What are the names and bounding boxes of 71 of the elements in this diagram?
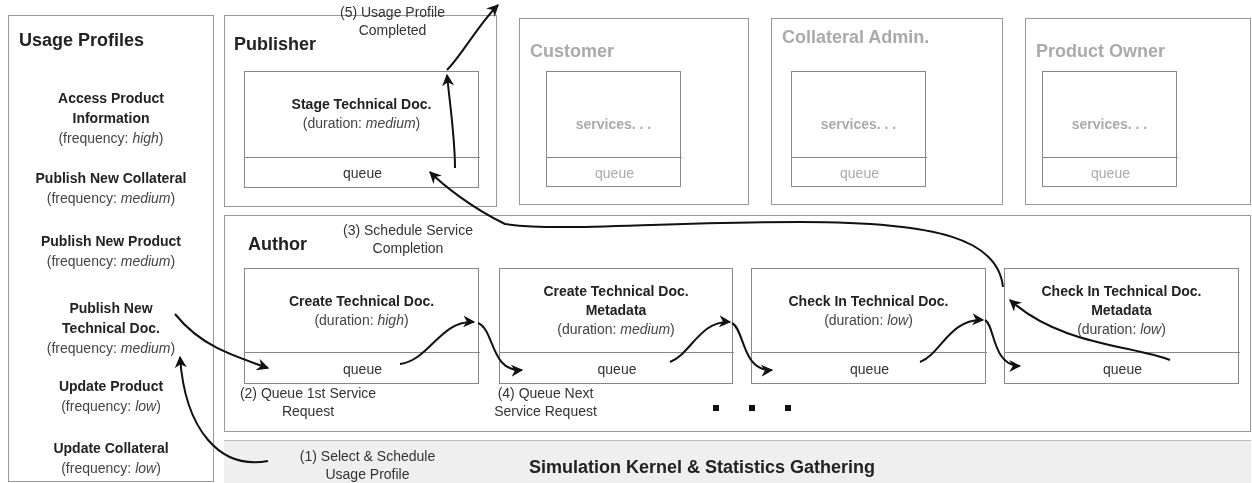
panel-title: Usage Profiles xyxy=(19,30,145,51)
service-box xyxy=(751,268,986,384)
queue-text: queue xyxy=(840,165,879,181)
frequency-text: (frequency: medium) xyxy=(45,339,177,358)
frequency-text: (frequency: medium) xyxy=(45,189,177,208)
arrow xyxy=(919,314,985,363)
arrow xyxy=(175,355,269,464)
queue-text: queue xyxy=(597,361,637,377)
service-box xyxy=(244,268,479,384)
band-title: Simulation Kernel & Statistics Gathering xyxy=(529,457,876,478)
queue-text: queue xyxy=(1091,165,1130,181)
queue-text: queue xyxy=(850,361,889,377)
role-panel xyxy=(224,215,1251,432)
arrow xyxy=(669,316,732,363)
panel-title: Product Owner xyxy=(1036,41,1165,62)
frequency-text: (frequency: medium) xyxy=(45,252,177,271)
arrow xyxy=(1009,299,1171,361)
step-annotation: (4) Queue Next Service Request xyxy=(493,384,598,420)
frequency-text: (frequency: high) xyxy=(57,128,165,148)
service-title: Stage Technical Doc. xyxy=(290,95,433,114)
arrow xyxy=(731,322,774,376)
profile-name: Update Product xyxy=(57,377,165,396)
service-box xyxy=(1004,268,1239,384)
queue-text: queue xyxy=(595,165,634,181)
profile-name: Publish New Technical Doc. xyxy=(61,299,161,338)
frequency-text: (frequency: low) xyxy=(60,459,162,478)
frequency-text: (frequency: low) xyxy=(60,397,162,416)
queue-text: queue xyxy=(343,361,382,377)
duration-text: (duration: high) xyxy=(313,310,410,330)
service-title: Check In Technical Doc. xyxy=(787,291,950,311)
role-panel xyxy=(1025,18,1251,205)
kernel-band xyxy=(224,440,1251,483)
profiles-panel xyxy=(8,15,214,482)
arrow xyxy=(984,319,1022,371)
duration-text: (duration: low) xyxy=(1076,320,1167,339)
panel-title: Publisher xyxy=(234,34,317,55)
step-annotation: (5) Usage Profile Completed xyxy=(338,3,446,39)
step-annotation: (2) Queue 1st Service Request xyxy=(238,384,378,420)
service-title: Check In Technical Doc. Metadata xyxy=(1040,282,1203,320)
service-title: Create Technical Doc. xyxy=(287,291,436,311)
service-title: Create Technical Doc. Metadata xyxy=(542,282,690,320)
profile-name: Publish New Collateral xyxy=(34,169,188,188)
service-title: services. . . xyxy=(574,115,653,134)
service-title: services. . . xyxy=(1070,115,1149,134)
profile-name: Access Product Information xyxy=(57,88,165,128)
queue-text: queue xyxy=(343,165,382,181)
duration-text: (duration: medium) xyxy=(301,114,422,133)
arrow xyxy=(446,4,499,71)
arrow xyxy=(429,171,1004,288)
service-box xyxy=(1042,71,1177,187)
duration-text: (duration: low) xyxy=(823,310,914,330)
service-box xyxy=(546,71,681,187)
arrow xyxy=(399,316,476,365)
queue-text: queue xyxy=(1103,361,1142,377)
arrow xyxy=(477,322,524,376)
profile-name: Update Collateral xyxy=(52,439,170,458)
panel-title: Customer xyxy=(530,41,614,62)
service-box xyxy=(499,268,733,384)
service-title: services. . . xyxy=(819,115,898,134)
panel-title: Collateral Admin. xyxy=(782,27,930,48)
step-annotation: (3) Schedule Service Completion xyxy=(342,221,474,257)
role-panel xyxy=(771,18,1003,205)
duration-text: (duration: medium) xyxy=(556,320,676,339)
step-annotation: (1) Select & Schedule Usage Profile xyxy=(298,447,437,483)
role-panel xyxy=(519,18,749,205)
panel-title: Author xyxy=(248,234,307,255)
service-box xyxy=(244,71,479,188)
arrow xyxy=(442,73,456,169)
arrow xyxy=(174,313,270,371)
service-box xyxy=(791,71,926,187)
profile-name: Publish New Product xyxy=(40,232,182,251)
